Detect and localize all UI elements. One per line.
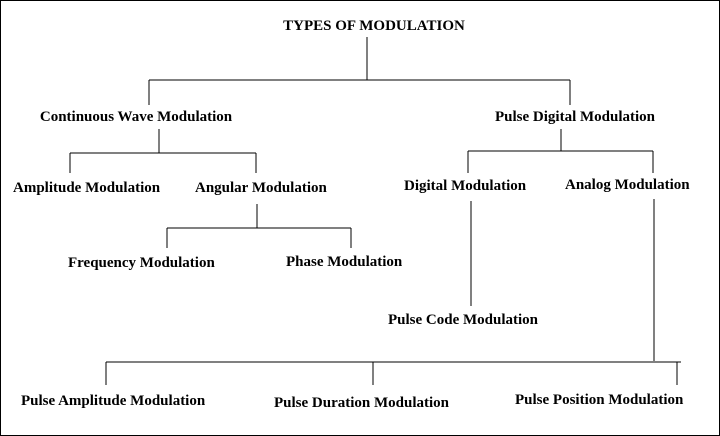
- node-frequency-modulation: Frequency Modulation: [68, 255, 215, 271]
- node-pulse-code-modulation: Pulse Code Modulation: [388, 312, 539, 328]
- node-angular-modulation: Angular Modulation: [195, 180, 327, 196]
- node-pulse-position-modulation: Pulse Position Modulation: [515, 392, 684, 408]
- node-phase-modulation: Phase Modulation: [286, 254, 403, 270]
- node-digital-modulation: Digital Modulation: [404, 178, 527, 194]
- node-pulse-amplitude-modulation: Pulse Amplitude Modulation: [21, 393, 206, 409]
- diagram-title: TYPES OF MODULATION: [283, 18, 465, 34]
- node-pulse-duration-modulation: Pulse Duration Modulation: [274, 395, 450, 411]
- node-continuous-wave-modulation: Continuous Wave Modulation: [39, 109, 233, 125]
- node-amplitude-modulation: Amplitude Modulation: [13, 180, 161, 196]
- node-pulse-digital-modulation: Pulse Digital Modulation: [494, 109, 656, 125]
- node-analog-modulation: Analog Modulation: [565, 177, 690, 193]
